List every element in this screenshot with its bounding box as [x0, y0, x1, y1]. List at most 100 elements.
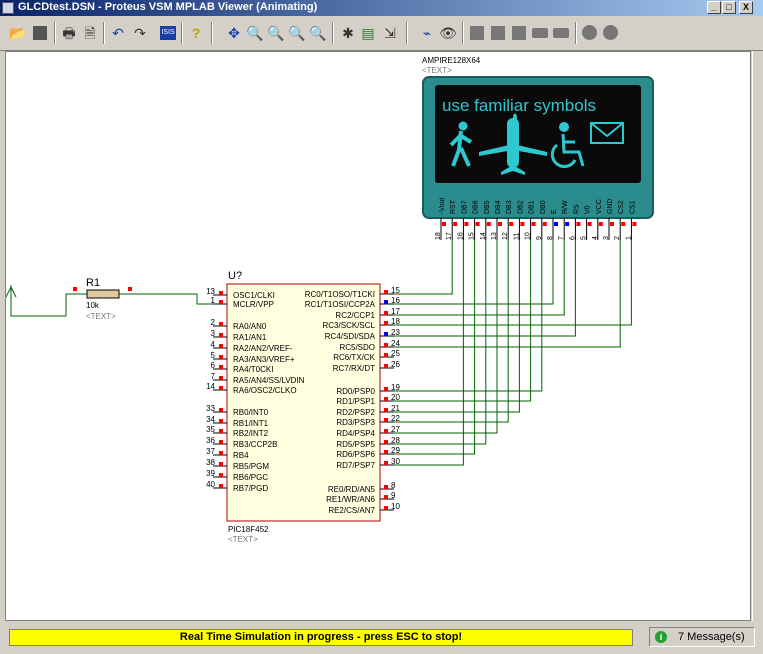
zoom-in-icon[interactable]: 🔍: [246, 25, 264, 41]
pin-marker: [384, 461, 388, 465]
pin-marker-high: [219, 376, 223, 380]
lcd-ref: AMPIRE128X64: [422, 56, 481, 65]
mcu-pin-name: RB6/PGC: [233, 473, 268, 482]
pin-marker: [520, 222, 525, 226]
close-button[interactable]: X: [739, 1, 753, 14]
mcu-pin-number: 19: [391, 383, 400, 392]
mcu-pin-number: 40: [206, 480, 215, 489]
pin-marker: [576, 222, 581, 226]
maximize-button[interactable]: □: [722, 1, 736, 14]
chart-icon[interactable]: ⌁: [422, 25, 432, 41]
mcu-pin-number: 3: [211, 329, 216, 338]
pin-marker-high: [219, 386, 223, 390]
mcu-pin-number: 20: [391, 393, 400, 402]
wire: [394, 240, 621, 348]
pan-icon[interactable]: ✥: [228, 25, 240, 41]
vertical-scrollbar[interactable]: [752, 51, 763, 621]
lcd-pin-number: 17: [446, 232, 453, 240]
title-bar[interactable]: GLCDtest.DSN - Proteus VSM MPLAB Viewer …: [0, 0, 763, 16]
print-icon[interactable]: 🖶: [62, 25, 76, 41]
pin-marker: [598, 222, 603, 226]
lcd-pin-number: 13: [491, 232, 498, 240]
pin-marker: [384, 506, 388, 510]
lcd-pin-label: DB7: [461, 200, 468, 214]
wire: [394, 240, 509, 423]
mcu-pin-name: RB2/INT2: [233, 429, 269, 438]
wire: [394, 240, 632, 326]
lcd-pin-label: DB3: [506, 200, 513, 214]
block-icon-3[interactable]: [509, 23, 529, 43]
pin-marker-high: [219, 291, 223, 295]
mcu-pin-name: RB1/INT1: [233, 419, 269, 428]
mcu-right-pins: 15RC0/T1OSO/T1CKI16RC1/T1OSI/CCP2A17RC2/…: [305, 286, 401, 515]
zoom-area-icon[interactable]: 🔍: [309, 25, 327, 41]
lcd-pin-label: DB2: [517, 200, 524, 214]
mcu-pin-number: 27: [391, 425, 400, 434]
mcu-pin-name: RB0/INT0: [233, 408, 269, 417]
resistor-r1[interactable]: R1 10k <TEXT>: [73, 277, 132, 321]
isis-icon[interactable]: ISIS: [158, 23, 178, 43]
mcu-pin-number: 2: [211, 318, 216, 327]
mcu-pin-number: 5: [211, 351, 216, 360]
lcd-display-text: use familiar symbols: [442, 96, 596, 115]
circle-icon-1[interactable]: [580, 23, 600, 43]
open-icon[interactable]: 📂: [9, 25, 27, 41]
print-area-icon[interactable]: 🗎: [84, 25, 96, 41]
mcu-text: <TEXT>: [228, 535, 258, 544]
lcd-pin-number: 1: [625, 236, 632, 240]
zoom-all-icon[interactable]: 🔍: [288, 25, 306, 41]
lcd-pin-label: DB4: [495, 200, 502, 214]
walking-person-icon: [449, 121, 473, 167]
block-icon-5[interactable]: [551, 23, 571, 43]
block-icon-4[interactable]: [530, 23, 550, 43]
wire: [394, 240, 532, 402]
redo-icon[interactable]: ↷: [134, 25, 146, 41]
wire: [394, 240, 487, 445]
pin-marker: [621, 222, 626, 226]
debug-icon[interactable]: ✱: [342, 25, 354, 41]
save-icon[interactable]: [30, 23, 50, 43]
pin-marker: [384, 364, 388, 368]
undo-icon[interactable]: ↶: [112, 25, 124, 41]
lcd-pin-number: 8: [547, 236, 554, 240]
lcd-pin-label: CS2: [618, 200, 625, 214]
lcd-pin-label: CS1: [629, 200, 636, 214]
pin-marker-high: [219, 408, 223, 412]
wire: [394, 240, 520, 413]
pin-marker: [464, 222, 469, 226]
lcd-pin-number: 16: [457, 232, 464, 240]
pin-marker: [509, 222, 514, 226]
mcu-pin-name: RC5/SDO: [339, 343, 375, 352]
zoom-out-icon[interactable]: 🔍: [267, 25, 285, 41]
window-title: GLCDtest.DSN - Proteus VSM MPLAB Viewer …: [18, 1, 318, 13]
mcu-pin-name: RB5/PGM: [233, 462, 269, 471]
pin-marker-high: [219, 419, 223, 423]
minimize-button[interactable]: _: [707, 1, 721, 14]
mcu-pin-number: 14: [206, 382, 215, 391]
source-icon[interactable]: ▤: [361, 25, 375, 41]
lcd-pin-number: 11: [513, 233, 520, 240]
pin-marker: [384, 311, 388, 315]
lcd-ampire128x64[interactable]: AMPIRE128X64 <TEXT> use familiar symbols: [422, 56, 654, 240]
help-icon[interactable]: ?: [191, 25, 201, 41]
envelope-icon: [590, 122, 624, 144]
separator: [332, 22, 334, 44]
block-icon-1[interactable]: [467, 23, 487, 43]
watch-icon[interactable]: 👁: [439, 25, 457, 41]
mcu-pin-number: 37: [206, 447, 215, 456]
pin-marker-high: [219, 333, 223, 337]
separator: [54, 22, 56, 44]
resistor-ref: R1: [86, 277, 100, 289]
app-icon[interactable]: [2, 2, 14, 14]
step-icon[interactable]: ⇲: [384, 25, 396, 41]
circle-icon-2[interactable]: [601, 23, 621, 43]
block-icon-2[interactable]: [488, 23, 508, 43]
pin-marker: [384, 387, 388, 391]
mcu-pin-name: RA4/T0CKI: [233, 365, 273, 374]
messages-panel[interactable]: i 7 Message(s): [649, 627, 755, 647]
pin-marker: [384, 300, 388, 304]
mcu-pin-number: 18: [391, 317, 400, 326]
